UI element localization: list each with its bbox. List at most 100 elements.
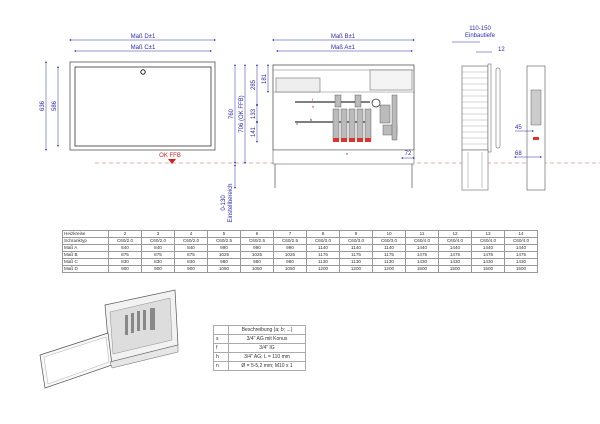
h-181-label: 181	[262, 73, 268, 84]
dim-b-label: Maß B±1	[331, 34, 356, 40]
table-cell: 840	[108, 244, 142, 252]
h-141-label: 141	[251, 126, 257, 137]
legend-key: f	[213, 343, 229, 353]
table-header-row: Heizkreise 2 3 4 5 6 7 8 9 10 11 12 13 1…	[62, 230, 538, 238]
table-cell: 1430	[471, 258, 505, 266]
manifold-view: f h b s e Maß B±1 Maß A±1 760 706 (OK FF…	[221, 34, 415, 223]
circuit-cell: 2	[108, 230, 142, 238]
table-cell: 1430	[405, 258, 439, 266]
table-cell: 875	[174, 251, 208, 259]
h-285-label: 285	[251, 79, 257, 90]
table-cell: C60/2.0	[174, 237, 208, 245]
dimension-table: Heizkreise 2 3 4 5 6 7 8 9 10 11 12 13 1…	[62, 230, 538, 273]
row-label: Maß D	[62, 265, 109, 273]
circuit-cell: 10	[372, 230, 406, 238]
table-cell: 1430	[504, 258, 538, 266]
table-cell: 1025	[273, 251, 307, 259]
table-cell: 1050	[240, 265, 274, 273]
table-cell: 1140	[306, 244, 340, 252]
table-cell: 990	[240, 244, 274, 252]
table-cell: 1500	[504, 265, 538, 273]
table-cell: 980	[207, 258, 241, 266]
row-label: Maß B	[62, 251, 109, 259]
table-cell: 1430	[438, 258, 472, 266]
table-cell: C60/4.0	[438, 237, 472, 245]
table-cell: 1500	[405, 265, 439, 273]
mark-f: f	[312, 97, 314, 102]
legend-text: 3/4" IG	[228, 343, 306, 353]
table-cell: 1050	[273, 265, 307, 273]
table-cell: C60/2.5	[240, 237, 274, 245]
legend-title: Beschreibung (a; b; ...)	[228, 325, 306, 335]
table-cell: 830	[174, 258, 208, 266]
table-cell: 1440	[504, 244, 538, 252]
table-cell: C60/2.5	[273, 237, 307, 245]
table-cell: 1475	[471, 251, 505, 259]
row-label: Maß C	[62, 258, 109, 266]
isometric-view	[39, 289, 179, 389]
circuit-cell: 7	[273, 230, 307, 238]
table-cell: C60/3.0	[339, 237, 373, 245]
dim-a-label: Maß A±1	[331, 45, 356, 51]
circuit-cell: 8	[306, 230, 340, 238]
table-cell: 1200	[339, 265, 373, 273]
table-cell: 1475	[504, 251, 538, 259]
row-label: Maß A	[62, 244, 109, 252]
floor-label: OK FFB	[159, 153, 181, 159]
table-cell: 1175	[372, 251, 406, 259]
table-cell: C60/2.0	[108, 237, 142, 245]
table-cell: 830	[141, 258, 175, 266]
table-cell: 1025	[207, 251, 241, 259]
row-label: Schranktyp	[62, 237, 109, 245]
circuit-cell: 3	[141, 230, 175, 238]
table-cell: C60/2.0	[141, 237, 175, 245]
mark-b: b	[310, 117, 313, 122]
legend-key: h	[213, 352, 229, 362]
table-cell: 1200	[372, 265, 406, 273]
table-cell: 1130	[372, 258, 406, 266]
table-cell: 840	[141, 244, 175, 252]
h-760-label: 760	[229, 108, 235, 119]
table-cell: 1500	[471, 265, 505, 273]
table-cell: 900	[141, 265, 175, 273]
side-72-label: 72	[405, 151, 412, 157]
table-cell: 1175	[306, 251, 340, 259]
front-view: Maß D±1 Maß C±1 636 586 OK FFB	[40, 34, 216, 164]
circuit-cell: 9	[339, 230, 373, 238]
legend-text: 3/4" AG; L = 110 mm	[228, 352, 306, 362]
table-cell: C60/3.0	[306, 237, 340, 245]
d68-label: 68	[515, 151, 522, 157]
d45-label: 45	[515, 125, 522, 131]
header-label: Heizkreise	[62, 230, 109, 238]
legend-key: n	[213, 361, 229, 371]
table-cell: 1440	[438, 244, 472, 252]
side-views: 110-150 Einbautiefe 12 45 68	[452, 26, 546, 191]
table-cell: 1200	[306, 265, 340, 273]
table-cell: 875	[141, 251, 175, 259]
legend-key: s	[213, 334, 229, 344]
table-cell: 1025	[240, 251, 274, 259]
circuit-cell: 12	[438, 230, 472, 238]
h-706-label: 706 (OK FFB)	[239, 95, 245, 132]
depth-text-label: Einbautiefe	[465, 33, 496, 39]
table-cell: 1500	[438, 265, 472, 273]
height-586-label: 586	[52, 100, 58, 111]
table-cell: 1130	[339, 258, 373, 266]
table-cell: 840	[174, 244, 208, 252]
table-cell: 900	[174, 265, 208, 273]
legend-text: 3/4" AG mit Konus	[228, 334, 306, 344]
table-cell: 1440	[405, 244, 439, 252]
dim-d-label: Maß D±1	[131, 34, 156, 40]
d12-label: 12	[498, 47, 505, 53]
table-cell: 1175	[339, 251, 373, 259]
table-cell: C60/2.5	[207, 237, 241, 245]
circuit-cell: 5	[207, 230, 241, 238]
mark-h: h	[312, 104, 314, 109]
table-cell: 1130	[306, 258, 340, 266]
depth-range-label: 110-150	[469, 26, 491, 32]
